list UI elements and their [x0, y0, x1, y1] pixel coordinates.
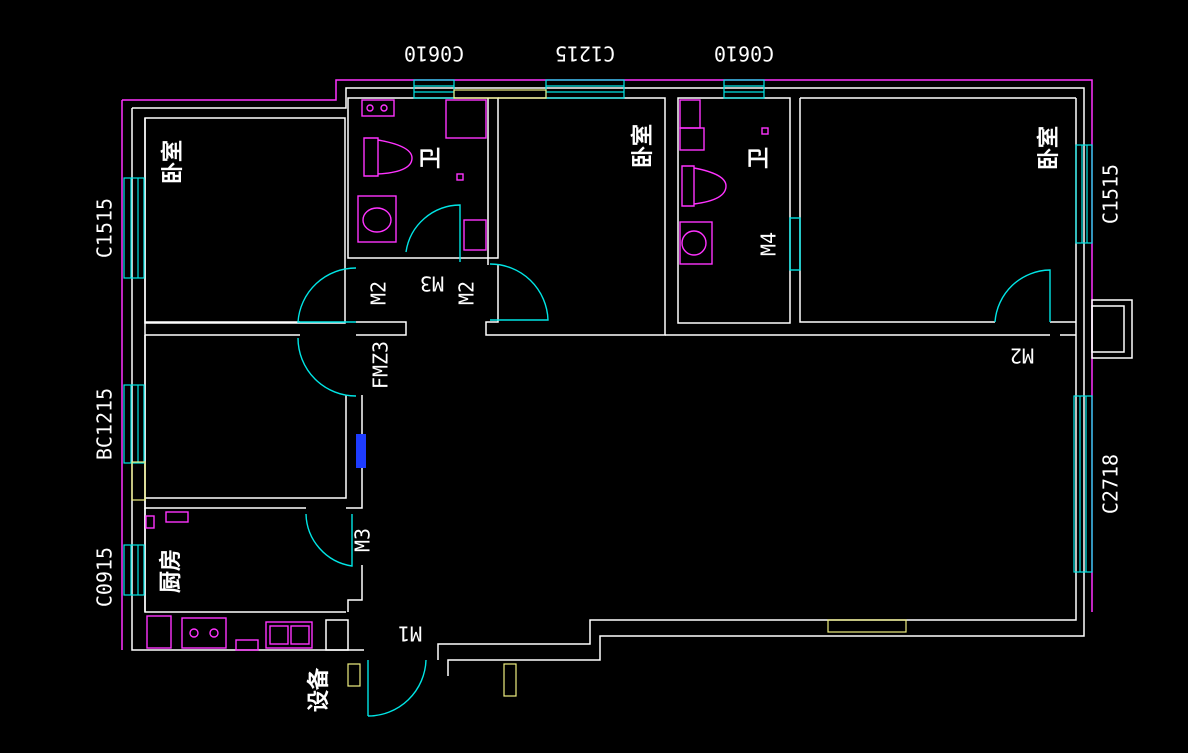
yellow-post-right — [503, 663, 517, 697]
yellow-post-left — [347, 663, 361, 687]
label-kitchen: 厨房 — [158, 549, 184, 593]
bath-left-floor-drain — [463, 219, 487, 251]
bedroom-right-walls — [799, 97, 1076, 336]
pipe-dot-1 — [456, 173, 464, 181]
label-window-left-bottom: C0915 — [93, 547, 117, 607]
window-top-middle — [545, 79, 625, 99]
window-labels: C0610 C1215 C0610 C1515 BC1215 C0915 C15… — [93, 42, 1123, 608]
label-window-top-right: C0610 — [714, 42, 774, 66]
kitchen-right-unit — [325, 619, 349, 651]
doors — [297, 204, 1051, 717]
label-bedroom-middle: 卧室 — [630, 124, 656, 168]
label-equipment: 设备 — [306, 667, 332, 712]
door-m3-kitchen — [305, 513, 353, 567]
window-right-top — [1075, 144, 1093, 244]
door-m4-frame — [789, 217, 801, 271]
label-door-m1: M1 — [398, 622, 422, 646]
outer-wall-inner-line — [132, 87, 1085, 676]
window-left-middle — [123, 384, 145, 464]
door-m3-bath — [405, 204, 461, 262]
kitchen-sink — [265, 621, 313, 649]
label-window-top-left: C0610 — [404, 42, 464, 66]
kitchen-top-fixture — [165, 511, 189, 523]
label-window-left-middle: BC1215 — [93, 388, 117, 460]
bath-right-walls — [677, 97, 791, 324]
label-bedroom-left: 卧室 — [160, 140, 186, 184]
window-left-bottom — [123, 544, 145, 596]
left-wall-line-a — [131, 108, 364, 651]
pipe-dot-2 — [761, 127, 769, 135]
window-right-bottom — [1073, 395, 1093, 573]
left-wall-line-b — [144, 118, 346, 613]
markers — [131, 89, 1133, 697]
label-bedroom-right: 卧室 — [1036, 126, 1062, 170]
yellow-strip-left — [131, 461, 146, 501]
label-door-fmz3: FMZ3 — [369, 341, 393, 389]
blue-marker — [356, 434, 366, 468]
label-window-left-top: C1515 — [93, 198, 117, 258]
window-top-right — [723, 79, 765, 99]
bath-right-toilet — [681, 165, 727, 207]
bath-left-basin-top — [361, 99, 395, 117]
label-window-right-top: C1515 — [1099, 164, 1123, 224]
bath-left-shower — [445, 99, 487, 139]
middle-left-room-walls — [144, 335, 363, 509]
kitchen-stove — [181, 617, 227, 649]
bath-right-sink — [679, 221, 713, 265]
label-door-m3-bath: M3 — [420, 272, 444, 296]
label-window-top-middle: C1215 — [555, 42, 615, 66]
label-bath-left: 卫 — [419, 147, 444, 169]
yellow-strip-top — [453, 89, 547, 99]
label-door-m3-kitchen: M3 — [351, 528, 375, 552]
walls — [131, 87, 1085, 676]
door-labels: M2 M3 M2 M4 M2 FMZ3 M3 M1 — [351, 232, 1035, 646]
bath-right-basin-top — [679, 99, 701, 129]
bedroom-middle-walls — [485, 97, 666, 336]
door-m2-middle — [489, 263, 549, 321]
room-labels: 卧室 卧室 卧室 卫 卫 厨房 设备 — [158, 124, 1062, 712]
label-door-m2-right: M2 — [1010, 344, 1034, 368]
windows — [123, 79, 1093, 596]
yellow-strip-bottom — [827, 619, 907, 633]
kitchen-corner-unit — [146, 615, 172, 649]
outer-wall-outer-line — [437, 98, 1077, 660]
kitchen-floor-grate — [235, 639, 259, 651]
label-door-m2-middle: M2 — [455, 281, 479, 305]
label-window-right-bottom: C2718 — [1099, 454, 1123, 514]
outer-boundary-line — [121, 79, 1093, 650]
balcony-box — [1091, 299, 1133, 359]
label-door-m2-left: M2 — [367, 281, 391, 305]
corridor-wall-left — [145, 321, 407, 336]
door-m2-right — [994, 269, 1051, 323]
fixtures — [145, 99, 727, 651]
bath-left-toilet — [363, 137, 413, 177]
kitchen-walls — [144, 508, 363, 612]
label-bath-right: 卫 — [747, 147, 772, 169]
bath-left-walls — [347, 97, 499, 259]
door-fmz3 — [297, 337, 357, 397]
window-left-top — [123, 177, 145, 279]
outer-envelope — [121, 79, 1093, 650]
window-top-left — [413, 79, 455, 99]
door-m1 — [367, 659, 427, 717]
door-m2-left — [297, 267, 357, 323]
bath-left-sink — [357, 195, 397, 243]
label-door-m4: M4 — [757, 232, 781, 256]
bedroom-left-walls — [144, 117, 346, 324]
